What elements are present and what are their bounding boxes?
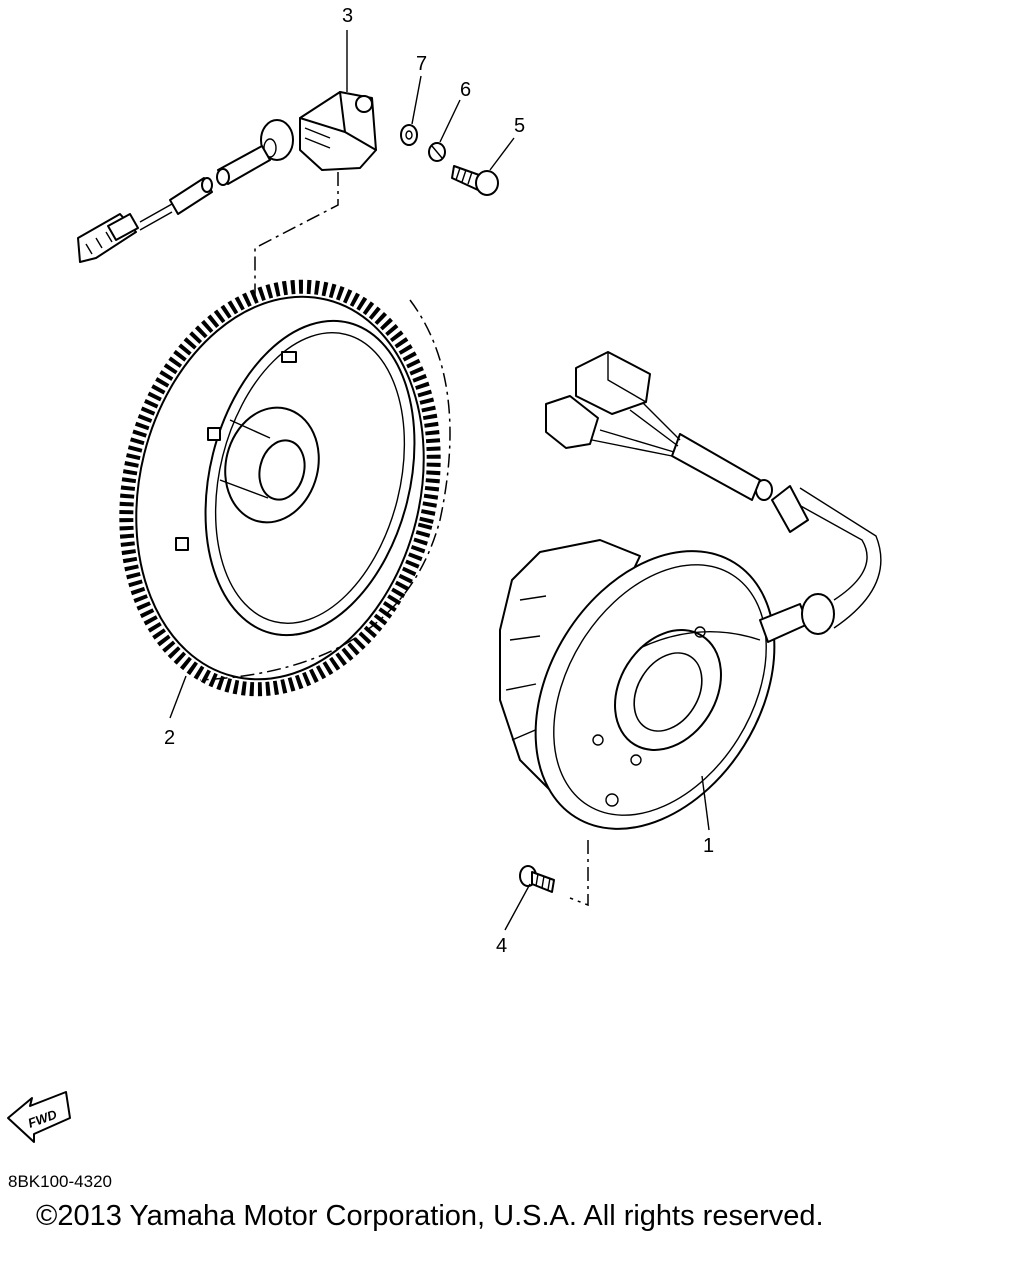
callout-3: 3	[342, 5, 353, 27]
fwd-arrow-icon: FWD	[7, 1091, 71, 1143]
callout-5: 5	[514, 115, 525, 137]
bolt-part-5	[451, 165, 499, 196]
copyright-notice: ©2013 Yamaha Motor Corporation, U.S.A. A…	[36, 1200, 824, 1232]
callout-7: 7	[416, 53, 427, 75]
pickup-coil-assembly	[77, 91, 377, 263]
lock-washer-part-6	[428, 142, 446, 162]
alignment-line-coil	[254, 172, 339, 300]
diagram-code: 8BK100-4320	[8, 1172, 112, 1191]
stator-assembly	[499, 351, 882, 830]
screw-part-4	[519, 865, 555, 893]
alignment-line-screw	[569, 840, 589, 907]
callout-2: 2	[164, 727, 175, 749]
washer-part-7	[400, 124, 418, 146]
callout-1: 1	[703, 835, 714, 857]
flywheel-rotor	[119, 279, 451, 697]
callout-6: 6	[460, 79, 471, 101]
callout-4: 4	[496, 935, 507, 957]
